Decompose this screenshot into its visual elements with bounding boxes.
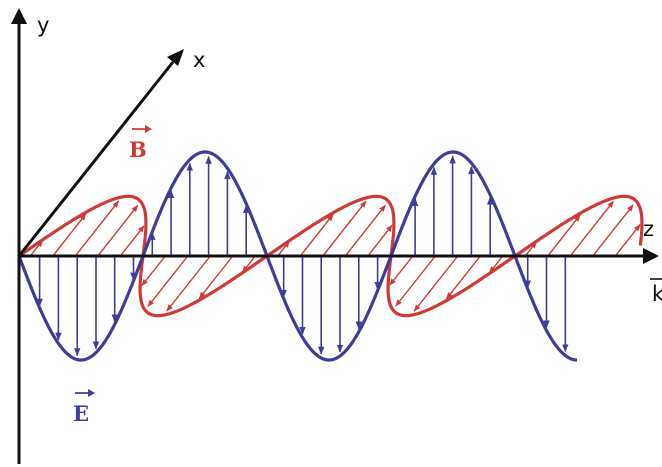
b-field-vector	[141, 255, 166, 287]
x-axis	[17, 49, 184, 257]
z-axis-arrowhead	[643, 248, 659, 264]
b-field-vector	[395, 255, 436, 307]
b-field-vector	[389, 255, 414, 286]
b-field-vector	[299, 214, 334, 257]
e-field-vectors	[36, 155, 569, 357]
b-field-vector	[569, 200, 614, 257]
b-field-vector	[592, 204, 634, 257]
b-field-vector	[367, 224, 393, 257]
x-axis-arrowhead	[167, 49, 184, 66]
x-axis-label: x	[193, 48, 205, 72]
z-axis-label: z	[643, 217, 654, 241]
b-field-vector	[52, 213, 87, 257]
y-axis-label: y	[37, 13, 49, 37]
z-axis	[19, 248, 659, 264]
b-field-vector	[445, 255, 481, 300]
b-field-vector	[147, 255, 189, 307]
b-field-vector	[614, 224, 641, 257]
b-field-vector	[119, 225, 145, 257]
b-vector-label: B	[129, 125, 152, 162]
b-label: B	[129, 137, 147, 162]
e-vector-label: E	[73, 389, 95, 426]
b-field-vectors	[29, 200, 641, 312]
e-label: E	[73, 401, 89, 426]
e-field-wave	[17, 150, 578, 362]
b-field-vector	[488, 255, 504, 274]
k-vector-label: k	[650, 278, 662, 306]
y-axis	[11, 8, 27, 464]
k-label: k	[652, 282, 662, 306]
b-field-vector	[547, 214, 581, 257]
b-field-vector	[74, 200, 120, 257]
b-field-vector	[166, 255, 211, 312]
y-axis-arrowhead	[11, 8, 27, 24]
b-field-vector	[344, 204, 386, 257]
b-field-wave	[18, 194, 644, 318]
b-field-vector	[198, 255, 234, 299]
b-field-vector	[322, 200, 367, 257]
b-field-vector	[413, 255, 459, 312]
b-field-vector	[97, 204, 139, 257]
